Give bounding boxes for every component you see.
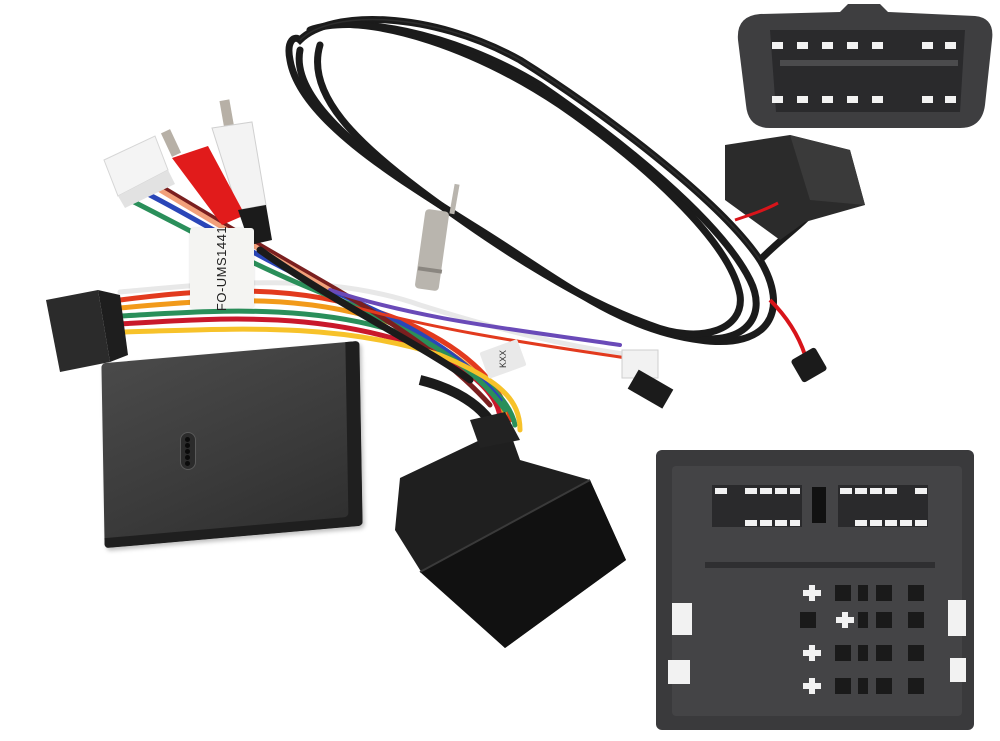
red-wire: [768, 298, 807, 356]
obd2-connector: [737, 4, 993, 128]
quadlock-female-connector: [656, 450, 974, 730]
small-label-text: KXX: [497, 349, 508, 369]
quadlock-male-connector: [395, 412, 626, 648]
white-multipin-plug: [103, 135, 175, 208]
white-small-connector: [621, 349, 674, 409]
harness-model-text: FO-UMS1441: [214, 225, 230, 311]
decoder-box: [101, 340, 363, 549]
antenna-adapter: [415, 183, 460, 291]
connector-with-red-wire: [725, 135, 865, 240]
led-indicator-slot: [180, 432, 196, 470]
harness-label-tag: FO-UMS1441: [190, 225, 254, 311]
small-connector-right: [791, 347, 827, 383]
left-black-connector: [46, 290, 128, 372]
rca-plugs: [160, 99, 272, 245]
